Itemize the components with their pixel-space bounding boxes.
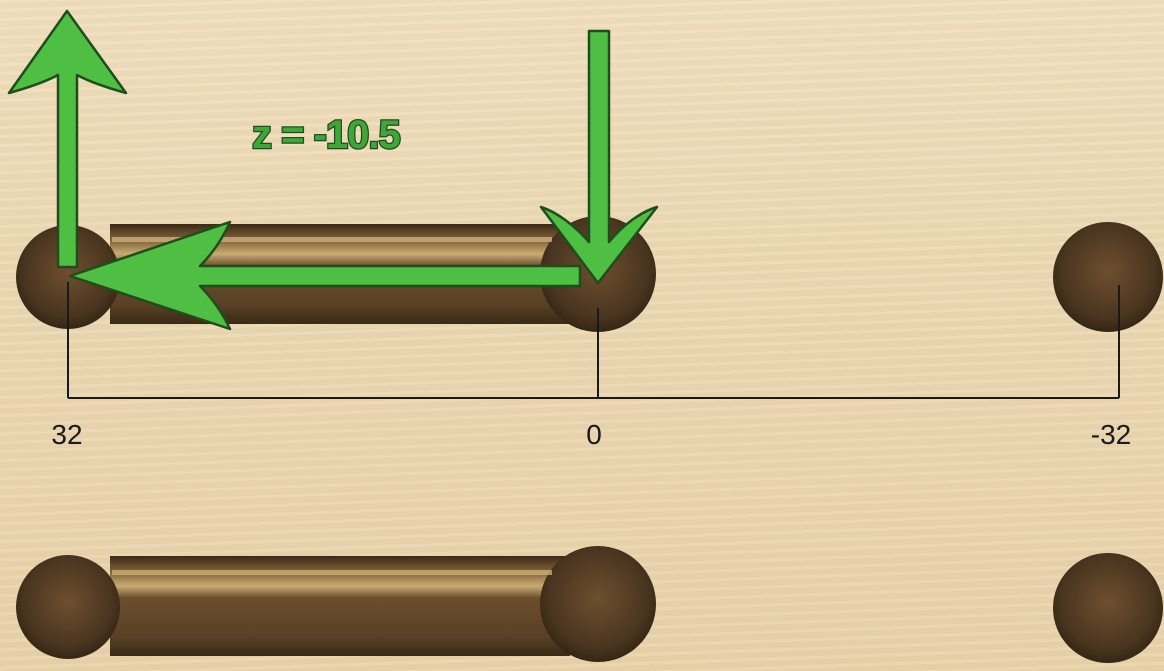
slot-end-left-bottom <box>16 555 120 659</box>
depth-label: z = -10.5 <box>252 113 401 157</box>
hole-right-top <box>1053 222 1163 332</box>
toolpath-arrows <box>7 9 659 331</box>
slot-highlight-bottom <box>112 570 552 575</box>
tick-label-left: 32 <box>51 419 82 450</box>
slot-end-right-bottom <box>540 546 656 662</box>
left-arrow-icon <box>68 220 582 331</box>
tick-label-center: 0 <box>586 419 602 450</box>
dimension-line <box>67 282 1120 399</box>
hole-right-bottom <box>1053 553 1163 663</box>
up-arrow-icon <box>7 9 128 269</box>
tick-label-right: -32 <box>1091 419 1131 450</box>
slot-end-left-top <box>16 225 120 329</box>
slot-pocket-bottom <box>16 546 656 662</box>
slot-highlight-top <box>112 237 552 242</box>
down-arrow-icon <box>539 29 659 285</box>
